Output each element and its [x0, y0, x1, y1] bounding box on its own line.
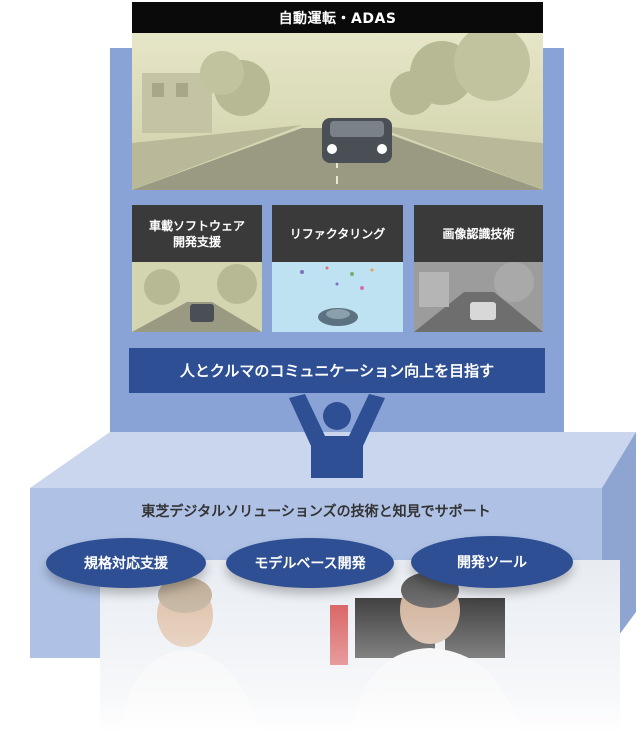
card-label-refactoring: リファクタリング: [272, 205, 403, 262]
road-scene-image: [132, 33, 543, 190]
support-statement: 東芝デジタルソリューションズの技術と知見でサポート: [141, 504, 491, 520]
card-label-line: 開発支援: [172, 234, 221, 249]
card-label-line: リファクタリング: [289, 226, 386, 241]
card-image-street-view: [414, 262, 543, 332]
pill-model-based-dev: モデルベース開発: [226, 538, 394, 588]
diagram-title: 自動運転・ADAS: [132, 2, 543, 33]
goal-banner: 人とクルマのコミュニケーション向上を目指す: [129, 348, 545, 393]
card-image-road: [132, 262, 262, 332]
pill-dev-tools: 開発ツール: [411, 536, 573, 588]
card-label-line: 画像認識技術: [442, 226, 515, 241]
person-raising-arms-icon: [289, 394, 385, 478]
engineers-photo: [100, 560, 620, 734]
card-label-software-dev: 車載ソフトウェア 開発支援: [132, 205, 262, 262]
card-label-image-recognition: 画像認識技術: [414, 205, 543, 262]
card-label-line: 車載ソフトウェア: [148, 218, 245, 233]
pill-standards-support: 規格対応支援: [46, 538, 206, 588]
card-image-car-particles: [272, 262, 403, 332]
